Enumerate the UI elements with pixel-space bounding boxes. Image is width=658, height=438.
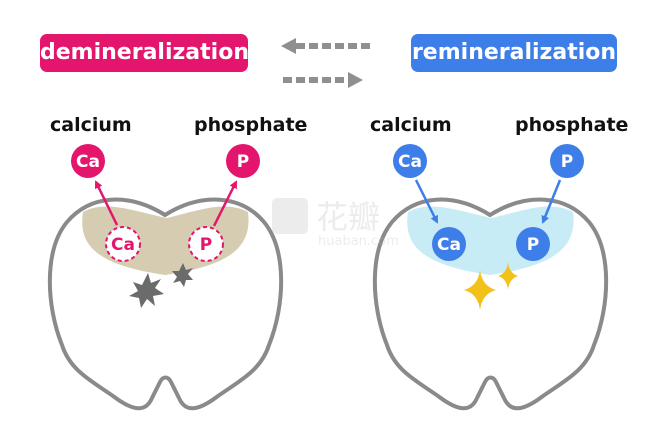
right-phosphate-ion-deposited: P — [516, 227, 550, 261]
phosphate-deposit-arrow — [541, 179, 562, 224]
left-phosphate-ion-released: P — [226, 144, 260, 178]
svg-text:Ca: Ca — [437, 235, 461, 255]
svg-text:huaban.com: huaban.com — [318, 234, 399, 249]
svg-text:Ca: Ca — [76, 152, 100, 172]
calcium-release-arrow — [94, 180, 119, 226]
left-calcium-ion-origin: Ca — [105, 226, 141, 262]
right-tooth — [372, 197, 609, 411]
left-calcium-ion-released: Ca — [71, 144, 105, 178]
damage-burst-small-icon — [172, 263, 193, 287]
sparkle-large-icon — [464, 270, 496, 310]
sparkle-small-icon — [498, 262, 518, 290]
svg-text:P: P — [237, 152, 249, 172]
left-phosphate-label: phosphate — [194, 114, 308, 136]
right-phosphate-ion-source: P — [550, 144, 584, 178]
process-arrows — [281, 38, 370, 88]
watermark-logo-icon — [272, 198, 308, 234]
remineralization-badge: remineralization — [411, 34, 617, 72]
svg-text:P: P — [200, 235, 212, 255]
svg-text:Ca: Ca — [111, 235, 135, 255]
right-calcium-label: calcium — [370, 114, 452, 136]
right-calcium-ion-deposited: Ca — [432, 227, 466, 261]
left-tooth — [47, 197, 284, 411]
right-calcium-ion-source: Ca — [393, 144, 427, 178]
left-arrow-icon — [281, 38, 296, 54]
calcium-deposit-arrow — [414, 179, 439, 224]
svg-text:P: P — [527, 235, 539, 255]
left-phosphate-ion-origin: P — [188, 226, 224, 262]
demineralization-badge: demineralization — [40, 34, 249, 72]
right-phosphate-label: phosphate — [515, 114, 629, 136]
left-calcium-label: calcium — [50, 114, 132, 136]
right-tooth-outline — [372, 197, 609, 411]
svg-text:P: P — [561, 152, 573, 172]
phosphate-release-arrow — [212, 180, 238, 227]
svg-text:Ca: Ca — [398, 152, 422, 172]
watermark: 花瓣 huaban.com — [272, 198, 399, 249]
left-tooth-outline — [47, 197, 284, 411]
right-arrow-icon — [348, 72, 363, 88]
damage-burst-icon — [129, 273, 164, 308]
svg-text:花瓣: 花瓣 — [316, 198, 380, 236]
